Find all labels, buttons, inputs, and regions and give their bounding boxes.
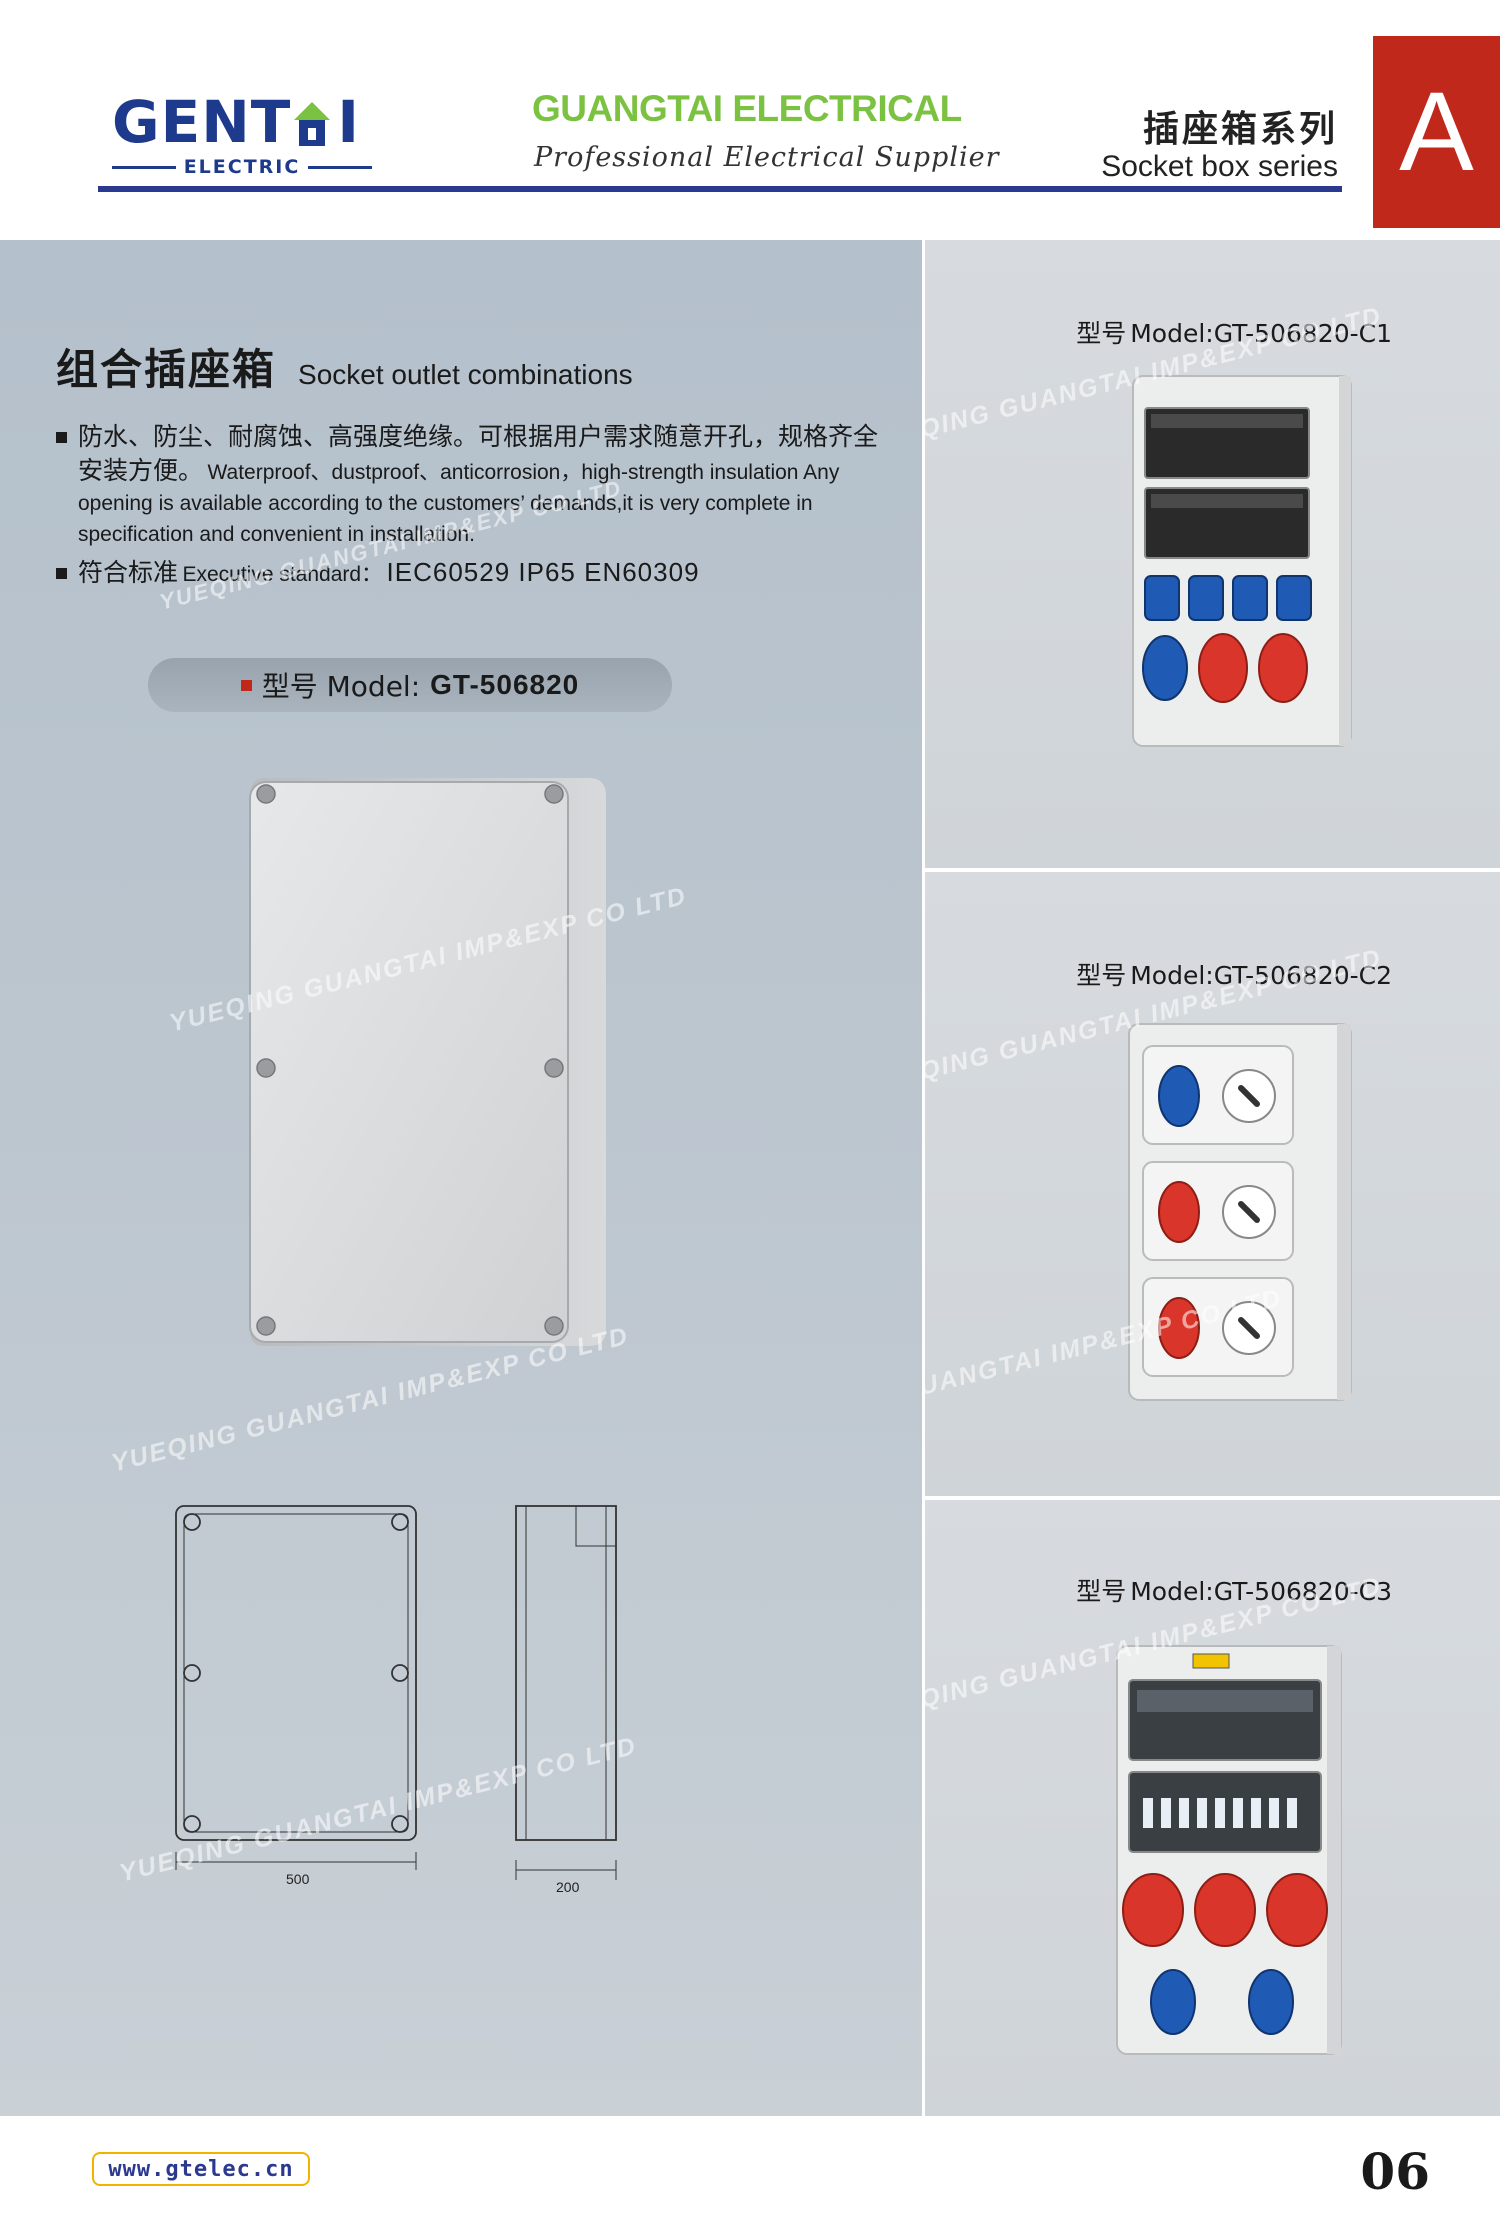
company-tagline: Professional Electrical Supplier — [534, 142, 1000, 173]
product-photo-c1 — [1132, 375, 1352, 747]
enclosure-photo — [249, 778, 606, 1346]
company-name: GUANGTAI ELECTRICAL — [532, 88, 962, 129]
feature-list: 防水、防尘、耐腐蚀、高强度绝缘。可根据用户需求随意开孔，规格齐全安装方便。 Wa… — [56, 420, 896, 596]
base-model-badge: 型号 Model: GT-506820 — [148, 658, 672, 712]
feature-item: 符合标准 Executive standard： IEC60529 IP65 E… — [56, 556, 896, 590]
section-title-en: Socket outlet combinations — [298, 359, 633, 390]
depth-dimension-label: 200 — [556, 1879, 580, 1895]
width-dimension-label: 500 — [286, 1871, 310, 1887]
feature-item: 防水、防尘、耐腐蚀、高强度绝缘。可根据用户需求随意开孔，规格齐全安装方便。 Wa… — [56, 420, 896, 550]
main-product-panel: 组合插座箱 Socket outlet combinations 防水、防尘、耐… — [0, 240, 922, 2116]
logo-subtitle: ELECTRIC — [183, 156, 301, 178]
series-title-cn: 插座箱系列 — [1142, 109, 1338, 150]
bullet-icon — [56, 432, 67, 443]
product-photo-c2 — [1128, 1023, 1352, 1401]
header-divider — [98, 186, 1342, 192]
dimension-drawing: 680 500 200 — [175, 1505, 617, 1895]
square-bullet-icon — [240, 679, 252, 691]
series-title-en: Socket box series — [1101, 150, 1338, 183]
website-link[interactable]: www.gtelec.cn — [92, 2152, 310, 2186]
page-number: 06 — [1360, 2142, 1430, 2201]
standards-list: IEC60529 IP65 EN60309 — [386, 557, 700, 587]
bullet-icon — [56, 568, 67, 579]
section-title: 组合插座箱 Socket outlet combinations — [56, 336, 633, 397]
house-icon — [294, 102, 330, 146]
section-title-cn: 组合插座箱 — [56, 345, 277, 394]
page-footer: www.gtelec.cn 06 — [0, 2116, 1500, 2238]
section-letter: A — [1373, 36, 1500, 228]
product-photo-c3 — [1116, 1645, 1342, 2055]
